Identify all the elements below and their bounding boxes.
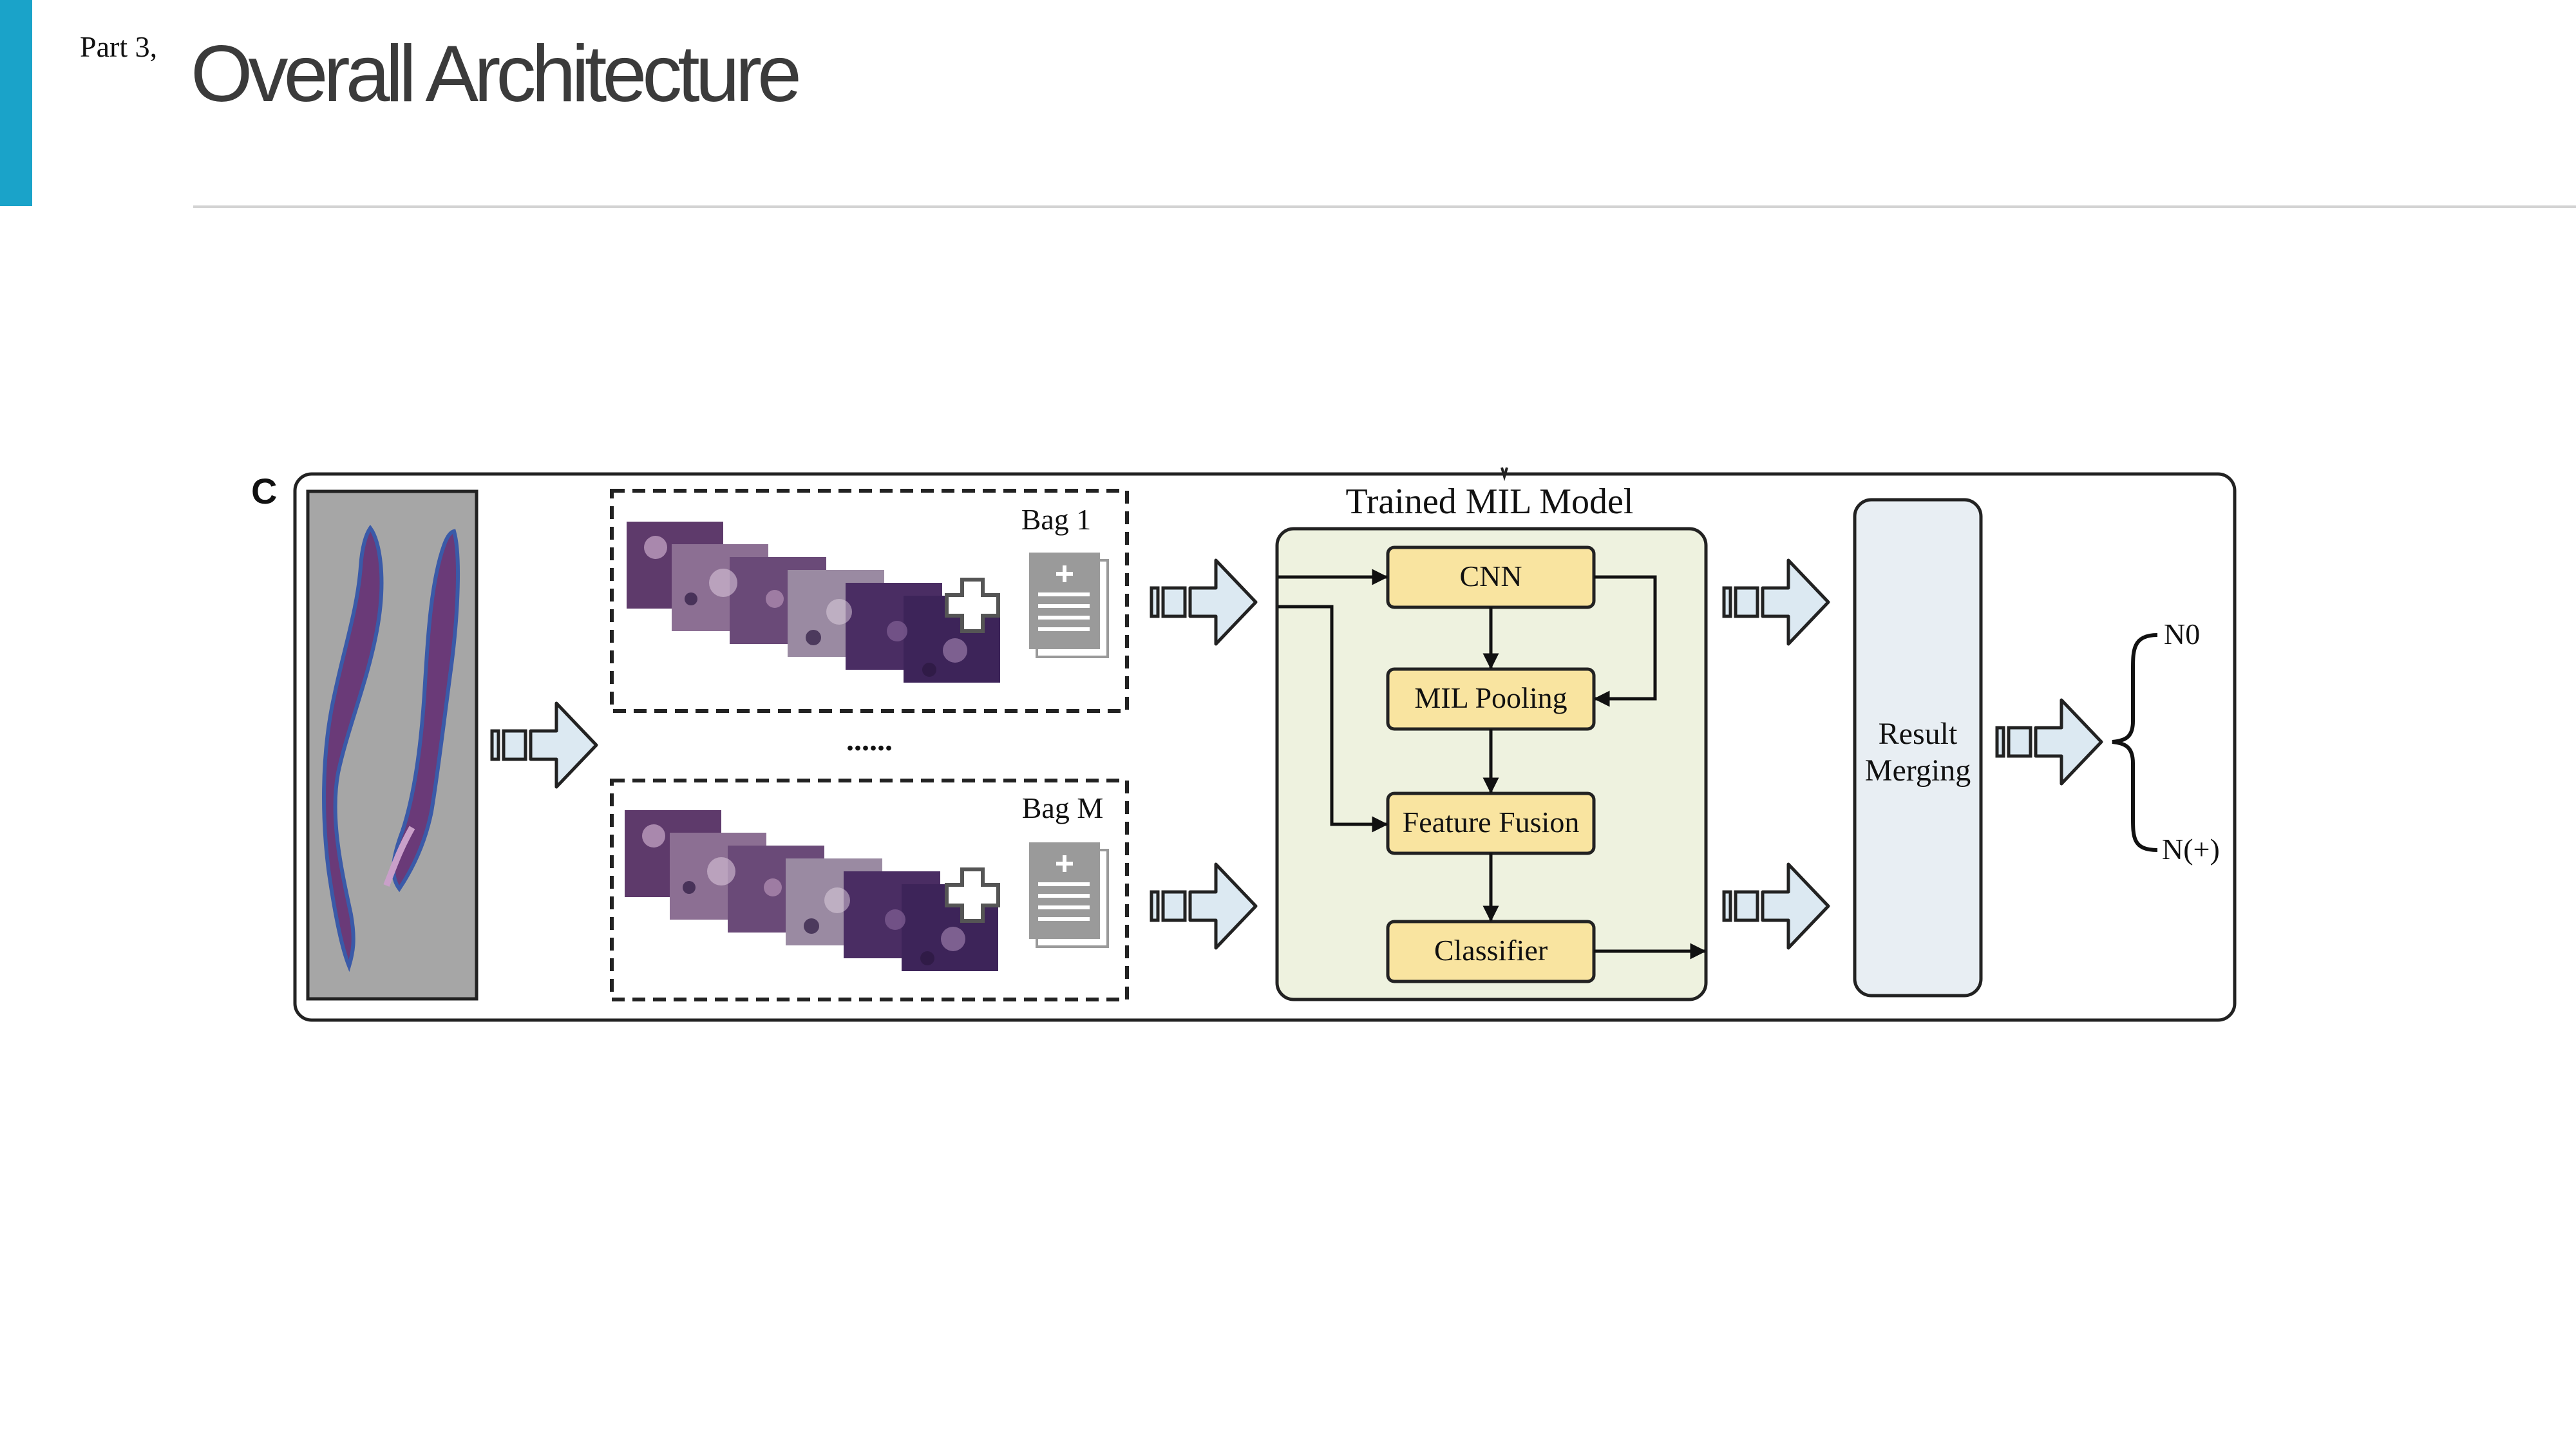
output-brace	[2112, 633, 2158, 852]
title-divider	[193, 205, 2576, 208]
result-line-1: Result	[1879, 717, 1958, 751]
cnn-label: CNN	[1459, 560, 1522, 592]
output-n-positive: N(+)	[2162, 833, 2220, 866]
panel-letter: C	[251, 471, 277, 511]
bags-ellipsis: ......	[846, 723, 893, 757]
bag-1: Bag 1	[610, 489, 1129, 713]
part-label: Part 3,	[80, 30, 158, 63]
accent-bar	[0, 0, 32, 206]
mil-pooling-label: MIL Pooling	[1414, 681, 1567, 714]
classifier-label: Classifier	[1434, 934, 1548, 967]
result-line-2: Merging	[1865, 753, 1971, 788]
bag-m-label: Bag M	[1022, 791, 1104, 824]
whole-slide-image	[306, 489, 478, 1001]
output-n0: N0	[2164, 618, 2200, 650]
result-merging-box: Result Merging	[1853, 498, 1983, 998]
bag-1-label: Bag 1	[1021, 503, 1092, 536]
feature-fusion-label: Feature Fusion	[1403, 806, 1580, 838]
mil-model: Trained MIL Model CNN MIL Pooling Featur…	[1275, 467, 1708, 1001]
page-title: Overall Architecture	[191, 30, 802, 118]
bag-m: Bag M	[610, 779, 1129, 1001]
model-title: Trained MIL Model	[1346, 482, 1634, 522]
